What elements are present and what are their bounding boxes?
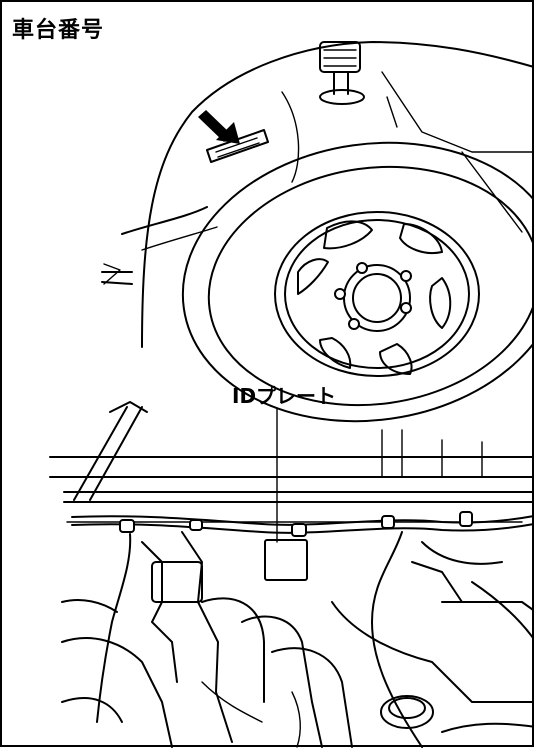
harness-connectors xyxy=(119,511,473,537)
figure-title: 車台番号 xyxy=(12,18,105,43)
chassis-number-plate xyxy=(206,129,269,163)
id-plate-label: IDプレート xyxy=(232,384,337,408)
wheel-arch-illustration xyxy=(101,41,534,423)
arrow-icon xyxy=(198,110,240,144)
shock-absorber xyxy=(319,41,365,105)
engine-bay-illustration xyxy=(49,401,534,748)
wheel xyxy=(181,141,534,423)
id-plate xyxy=(264,539,308,581)
